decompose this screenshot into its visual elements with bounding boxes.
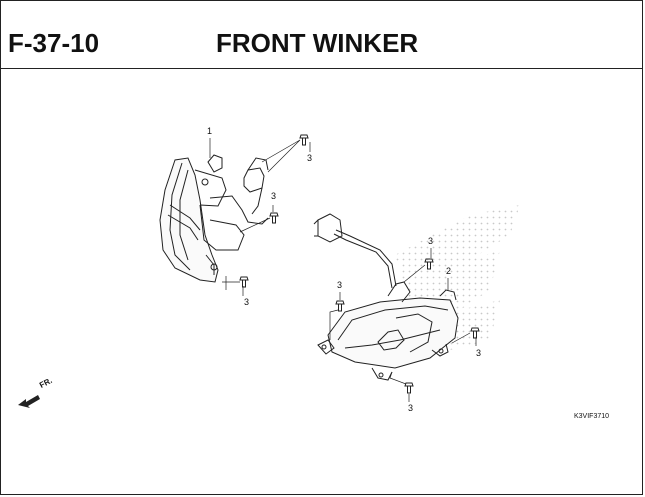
callout-1: 1 [207, 126, 213, 136]
callout-2: 2 [446, 266, 452, 276]
page-title: FRONT WINKER [216, 28, 419, 58]
winker-assembly-right [313, 213, 459, 381]
callout-3-right-side: 3 [476, 348, 482, 358]
bolt-mid-left [269, 212, 279, 224]
bolt-right-left [335, 300, 345, 312]
callout-3-top: 3 [307, 153, 313, 163]
winker-assembly-left [159, 154, 269, 283]
header-divider [0, 68, 643, 69]
section-code: F-37-10 [8, 28, 100, 58]
callout-3-right-upper: 3 [428, 236, 434, 246]
callout-3-bottom: 3 [408, 403, 414, 413]
bolt-top [299, 134, 309, 146]
bolt-right-side [470, 327, 480, 339]
callout-3-mid-left: 3 [271, 191, 277, 201]
bolt-lower-left [239, 276, 249, 288]
bolt-group [239, 134, 480, 394]
leader-lines [209, 138, 477, 402]
diagram-reference-code: K3VIF3710 [574, 413, 610, 420]
bolt-bottom [404, 382, 414, 394]
front-direction-arrow [18, 395, 40, 408]
callout-3-right-left: 3 [337, 280, 343, 290]
callout-3-lower-left: 3 [244, 297, 250, 307]
bolt-right-upper [424, 258, 434, 270]
